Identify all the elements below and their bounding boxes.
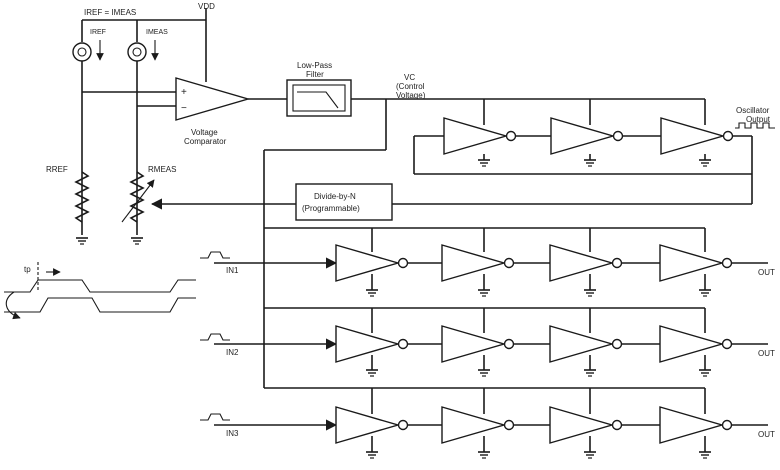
imeas-label: IMEAS xyxy=(146,29,168,36)
iref-label: IREF xyxy=(90,29,106,36)
comparator-minus-sign: − xyxy=(181,103,187,114)
ground-icon xyxy=(477,289,491,297)
delay-row-1: IN1 OUT xyxy=(199,228,775,297)
row2-inverter-2 xyxy=(441,325,515,363)
row1-inverter-4 xyxy=(659,244,733,282)
comparator-plus-sign: + xyxy=(181,87,187,98)
rref-resistor xyxy=(74,171,90,223)
comparator-label-line1: Voltage xyxy=(191,128,218,137)
ground-icon xyxy=(75,237,89,245)
vc-label-line2: (Control xyxy=(396,82,425,91)
timing-waveform-1 xyxy=(4,279,196,293)
out1-label: OUT xyxy=(758,268,775,277)
ground-icon xyxy=(698,289,712,297)
ground-icon xyxy=(698,159,712,167)
ring-inverter-1 xyxy=(443,117,517,155)
ground-icon xyxy=(583,289,597,297)
divide-by-n-block xyxy=(295,183,393,221)
divider-label-line1: Divide-by-N xyxy=(314,192,356,201)
timing-arrow-icon xyxy=(5,291,21,320)
divider-section: Divide-by-N (Programmable) xyxy=(150,174,753,221)
filter-response-icon xyxy=(297,91,339,109)
oscillator-output-waveform-icon xyxy=(735,122,775,129)
ground-icon xyxy=(583,369,597,377)
ground-icon xyxy=(698,369,712,377)
current-source-section: VDD IREF = IMEAS IREF IMEAS + − Voltage … xyxy=(72,2,426,235)
delay-row-3: IN3 OUT xyxy=(199,388,775,459)
ground-icon xyxy=(477,451,491,459)
row2-inverter-3 xyxy=(549,325,623,363)
in1-pulse-icon xyxy=(199,251,231,259)
in2-pulse-icon xyxy=(199,333,231,341)
vc-label-line3: Voltage) xyxy=(396,91,426,100)
ground-icon xyxy=(477,159,491,167)
vc-label: VC xyxy=(404,73,415,82)
resistor-section: RREF RMEAS xyxy=(46,165,176,245)
imeas-current-source xyxy=(127,42,147,62)
low-pass-filter xyxy=(286,79,352,117)
oscillator-label: Oscillator xyxy=(736,106,770,115)
in2-label: IN2 xyxy=(226,348,239,357)
out2-label: OUT xyxy=(758,349,775,358)
ground-icon xyxy=(698,451,712,459)
rmeas-label: RMEAS xyxy=(148,165,176,174)
variable-resistor-arrow-icon xyxy=(121,179,155,223)
row3-inverter-2 xyxy=(441,406,515,444)
row2-inverter-4 xyxy=(659,325,733,363)
timing-diagram: tp xyxy=(4,262,196,320)
row1-inverter-3 xyxy=(549,244,623,282)
ground-icon xyxy=(130,237,144,245)
filter-label-line1: Low-Pass xyxy=(297,61,332,70)
ground-icon xyxy=(583,451,597,459)
ground-icon xyxy=(477,369,491,377)
timing-waveform-2 xyxy=(4,297,196,313)
in3-pulse-icon xyxy=(199,413,231,421)
iref-current-source xyxy=(72,42,92,62)
row3-inverter-3 xyxy=(549,406,623,444)
comparator-label-line2: Comparator xyxy=(184,137,227,146)
ground-icon xyxy=(365,289,379,297)
row1-inverter-2 xyxy=(441,244,515,282)
in3-label: IN3 xyxy=(226,429,239,438)
delay-row-2: IN2 OUT xyxy=(199,308,775,377)
tp-label: tp xyxy=(24,265,31,274)
iref-equals-imeas-label: IREF = IMEAS xyxy=(84,8,136,17)
oscillator-label-line2: Output xyxy=(746,115,771,124)
rref-label: RREF xyxy=(46,165,68,174)
filter-label-line2: Filter xyxy=(306,70,324,79)
ground-icon xyxy=(365,451,379,459)
voltage-comparator xyxy=(175,77,251,121)
out3-label: OUT xyxy=(758,430,775,439)
row3-inverter-4 xyxy=(659,406,733,444)
ring-inverter-2 xyxy=(550,117,624,155)
divider-label-line2: (Programmable) xyxy=(302,204,360,213)
ring-oscillator: Oscillator Output xyxy=(413,106,775,175)
ground-icon xyxy=(365,369,379,377)
vdd-label: VDD xyxy=(198,2,215,11)
ground-icon xyxy=(583,159,597,167)
ring-inverter-3 xyxy=(660,117,734,155)
rmeas-resistor xyxy=(129,171,145,223)
in1-label: IN1 xyxy=(226,266,239,275)
